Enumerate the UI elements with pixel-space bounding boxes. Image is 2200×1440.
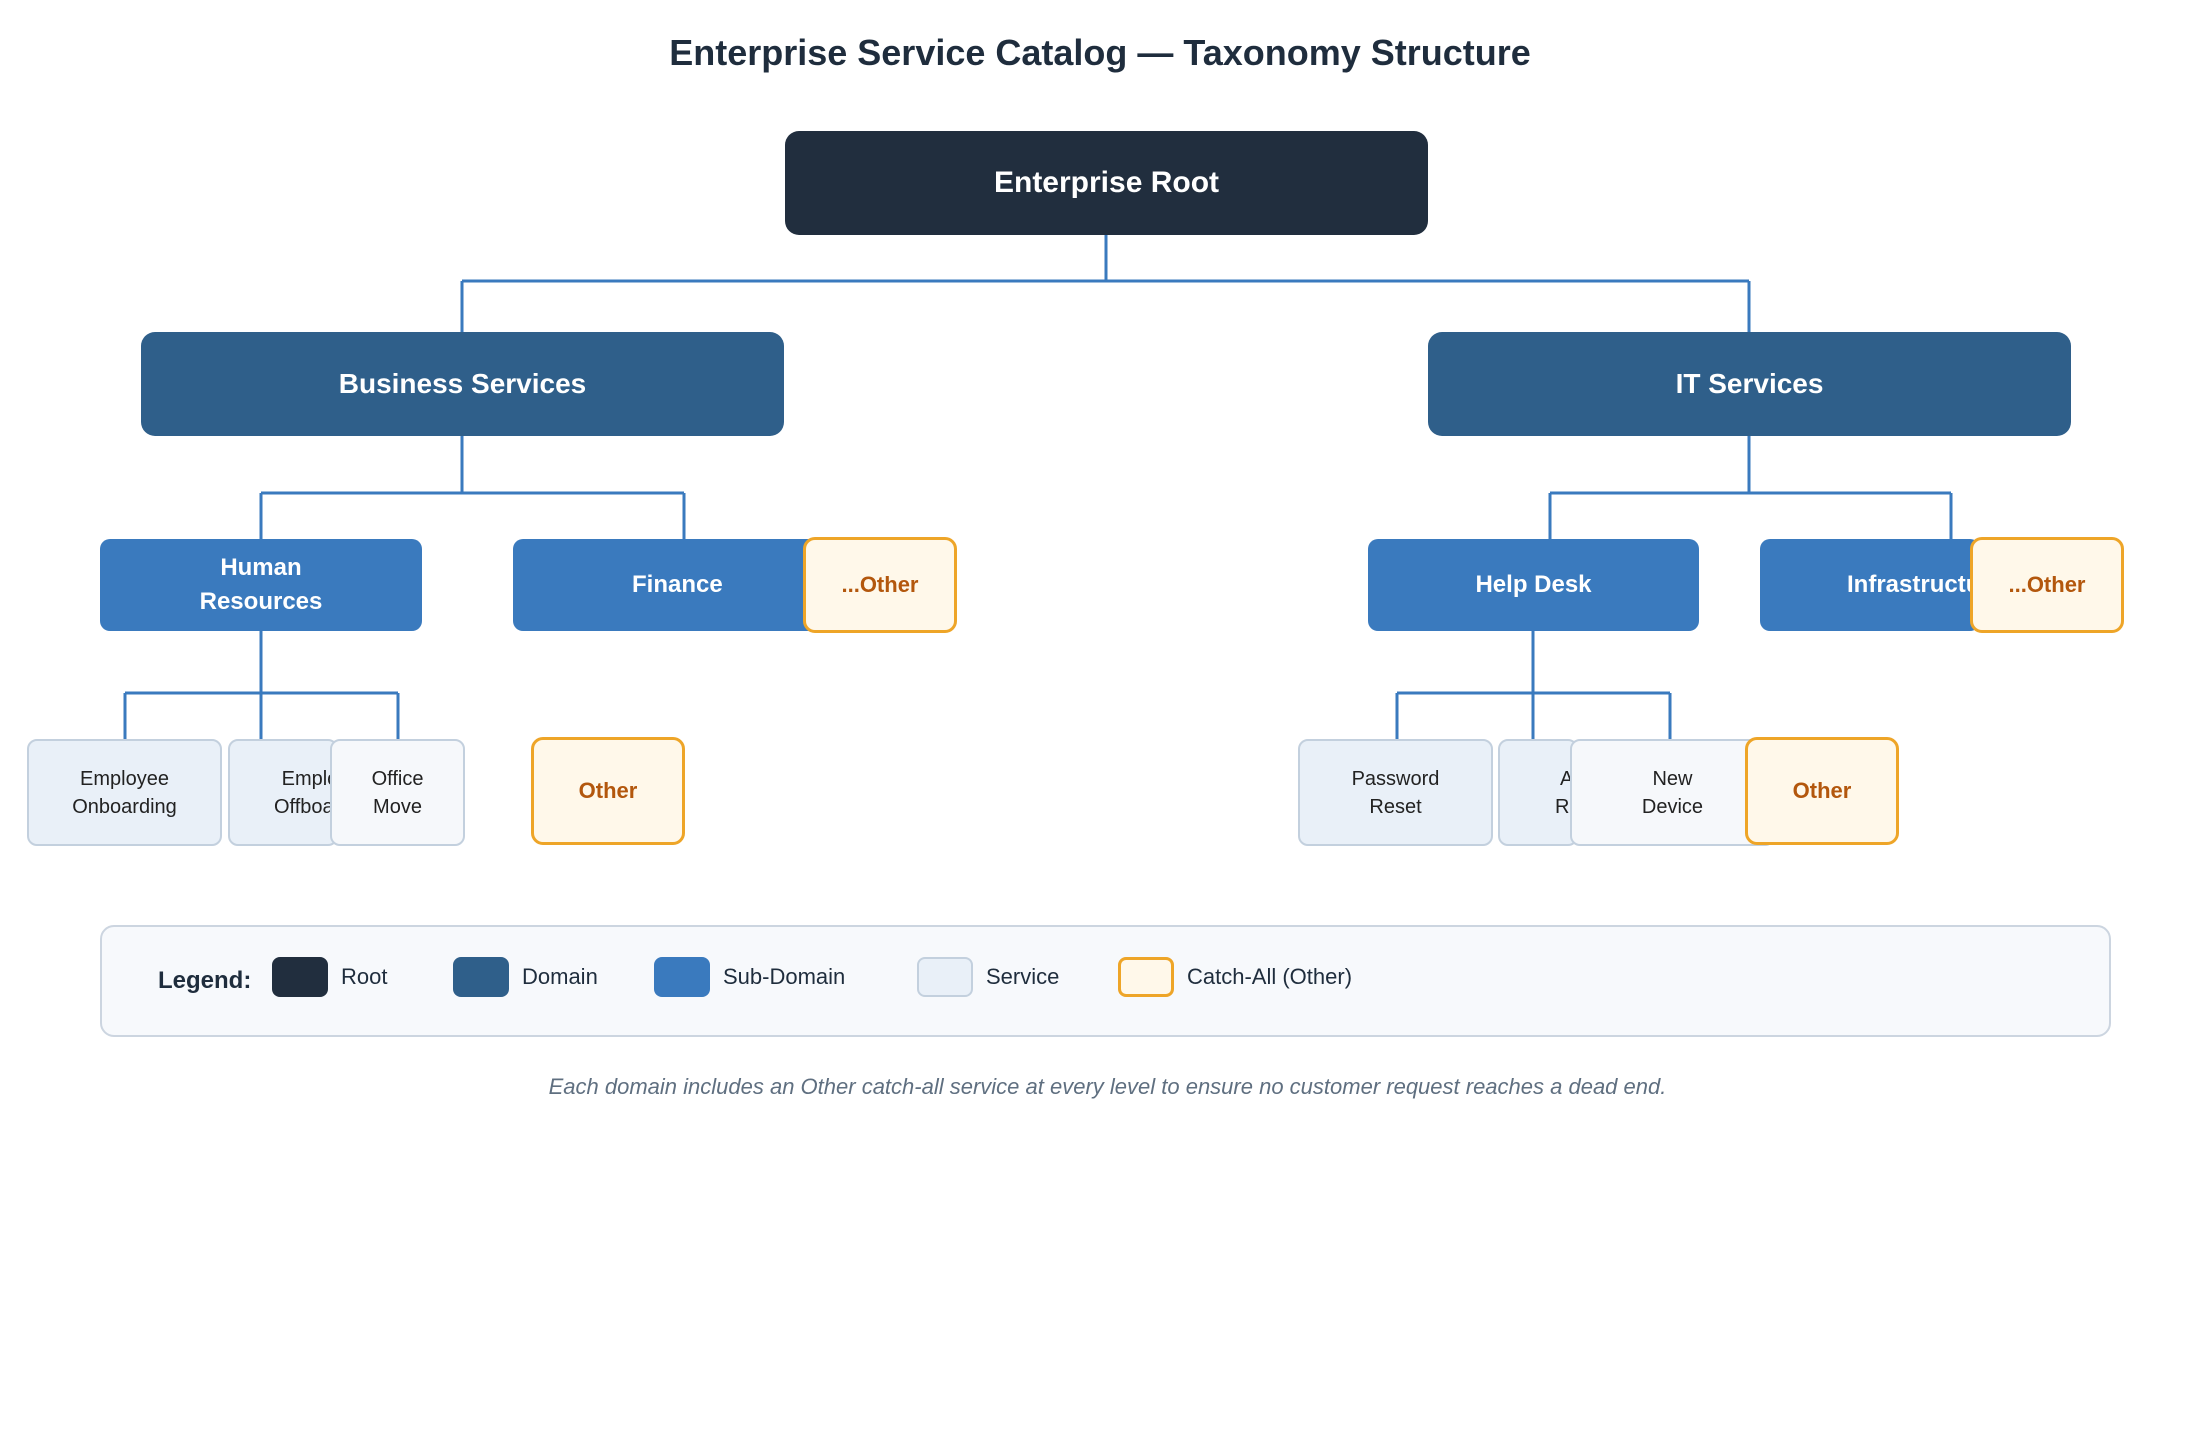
diagram-title: Enterprise Service Catalog — Taxonomy St… xyxy=(669,32,1531,73)
legend: Legend: Root Domain Sub-Domain Service C… xyxy=(100,925,2111,1037)
service-access-request: Access Request xyxy=(1498,739,1578,846)
connector-root xyxy=(460,235,1751,332)
catch-all-business: Other xyxy=(531,737,685,845)
service-office-move: Office Move xyxy=(330,739,465,846)
connector-hr xyxy=(123,631,400,739)
subdomain-finance: Finance xyxy=(513,539,823,631)
footnote: Each domain includes an Other catch-all … xyxy=(548,1074,1667,1099)
legend-text-service: Service xyxy=(986,964,1060,989)
legend-text-catch-all: Catch-All (Other) xyxy=(1187,964,1353,989)
service-password-reset: Password Reset xyxy=(1298,739,1493,846)
service-employee-onboarding: Employee Onboarding xyxy=(27,739,222,846)
catch-all-infrastructure: ...Other xyxy=(1970,537,2124,633)
legend-label: Legend: xyxy=(158,967,252,994)
legend-swatch-domain xyxy=(453,957,509,997)
connector-it xyxy=(1548,436,1953,539)
subdomain-human-resources: Human Resources xyxy=(100,539,422,631)
catch-all-help-desk: Other xyxy=(1745,737,1899,845)
subdomain-help-desk: Help Desk xyxy=(1368,539,1699,631)
legend-swatch-sub-domain xyxy=(654,957,710,997)
legend-swatch-root xyxy=(272,957,328,997)
legend-swatch-service xyxy=(917,957,973,997)
catch-all-finance: ...Other xyxy=(803,537,957,633)
legend-text-domain: Domain xyxy=(522,964,598,989)
legend-text-root: Root xyxy=(341,964,388,989)
domain-it-services: IT Services xyxy=(1428,332,2071,436)
subdomain-infrastructure: Infrastructure xyxy=(1760,539,1980,631)
legend-swatch-catch-all xyxy=(1118,957,1174,997)
connector-helpdesk xyxy=(1395,631,1672,739)
domain-business-services: Business Services xyxy=(141,332,784,436)
service-employee-offboarding: Employee Offboarding xyxy=(228,739,338,846)
connector-business xyxy=(259,436,686,539)
legend-text-sub-domain: Sub-Domain xyxy=(723,964,846,989)
root-node: Enterprise Root xyxy=(785,131,1428,235)
